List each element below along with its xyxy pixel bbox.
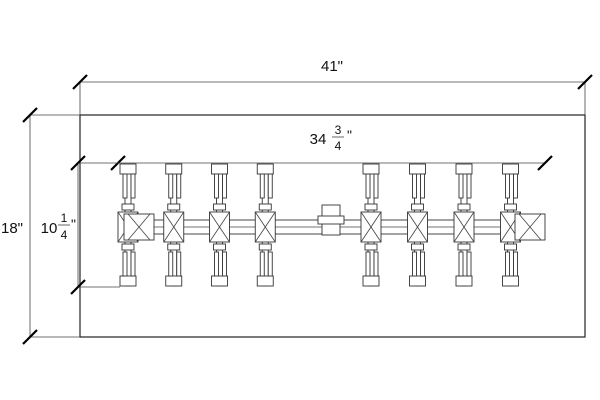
branch-bottom-post (373, 251, 379, 277)
overall-height-label: 18" (1, 220, 23, 237)
burner-width-denominator: 4 (335, 139, 342, 153)
branch-top-clip (211, 163, 228, 175)
branch-top-post (222, 173, 227, 199)
burner-depth-unit: " (71, 216, 76, 232)
branch-top-post (513, 173, 518, 199)
branch-bottom-post (365, 251, 371, 277)
burner-depth-denominator: 4 (61, 228, 68, 242)
branch-top-clip (256, 163, 274, 175)
branch-bottom-post (466, 251, 472, 277)
branch-top-clip (165, 163, 183, 175)
burner-width-numerator: 3 (335, 123, 342, 137)
burner-branch (407, 163, 428, 287)
branch-bottom-post (214, 251, 219, 277)
branch-bottom-clip (362, 275, 380, 287)
branch-top-post (412, 173, 417, 199)
branch-bottom-post (176, 251, 182, 277)
branch-bottom-clip (256, 275, 274, 287)
branch-top-post (373, 173, 379, 199)
branch-collar (213, 243, 226, 251)
burner-branch (453, 163, 475, 287)
branch-top-post (259, 173, 265, 199)
gas-inlet (317, 204, 345, 236)
branch-top-post (420, 173, 425, 199)
branch-bottom-post (412, 251, 417, 277)
pan-outline (79, 114, 586, 338)
branch-collar (167, 203, 181, 211)
branch-collar (504, 203, 517, 211)
branch-bottom-post (130, 251, 136, 277)
branch-collar (167, 243, 181, 251)
branch-top-post (466, 173, 472, 199)
branch-collar (258, 203, 272, 211)
branch-top-post (365, 173, 371, 199)
burner-depth-whole: 10 (41, 220, 58, 237)
branch-collar (121, 243, 135, 251)
branch-collar (457, 203, 471, 211)
overall-height-dimension: 18" (1, 107, 80, 345)
overall-width-label: 41" (321, 58, 343, 75)
branch-top-post (168, 173, 174, 199)
branch-bottom-clip (455, 275, 473, 287)
branch-bottom-post (122, 251, 128, 277)
branch-collar (121, 203, 135, 211)
branch-bottom-clip (409, 275, 426, 287)
branch-collar (258, 243, 272, 251)
branch-bottom-post (168, 251, 174, 277)
branch-bottom-clip (502, 275, 519, 287)
burner-width-dimension: 34 3 4 " (110, 123, 553, 171)
left-end-fitting (123, 213, 155, 241)
branch-collar (411, 243, 424, 251)
branch-tee-mark (407, 211, 428, 243)
branch-collar (364, 203, 378, 211)
branch-tee-mark (254, 211, 276, 243)
branch-top-post (505, 173, 510, 199)
branch-top-post (130, 173, 136, 199)
burner-branch (254, 163, 276, 287)
branch-top-post (122, 173, 128, 199)
branch-collar (213, 203, 226, 211)
burner-width-unit: " (347, 127, 352, 143)
branch-bottom-post (513, 251, 518, 277)
branch-collar (457, 243, 471, 251)
branch-top-clip (502, 163, 519, 175)
branch-bottom-clip (119, 275, 137, 287)
branch-top-post (458, 173, 464, 199)
overall-width-dimension: 41" (72, 58, 593, 115)
burner-depth-numerator: 1 (61, 211, 68, 225)
branch-tee-mark (163, 211, 185, 243)
branch-top-post (176, 173, 182, 199)
burner-branch (209, 163, 230, 287)
branch-bottom-post (420, 251, 425, 277)
branch-top-clip (409, 163, 426, 175)
branch-tee-mark (209, 211, 230, 243)
burner-branch (360, 163, 382, 287)
branch-collar (364, 243, 378, 251)
branch-bottom-post (222, 251, 227, 277)
burner-branch (163, 163, 185, 287)
branch-bottom-post (505, 251, 510, 277)
burner-branches (117, 163, 521, 287)
burner-depth-dimension: 10 1 4 " (41, 155, 120, 295)
branch-bottom-clip (211, 275, 228, 287)
branch-bottom-post (267, 251, 273, 277)
branch-collar (504, 243, 517, 251)
branch-collar (411, 203, 424, 211)
branch-top-clip (362, 163, 380, 175)
branch-top-post (267, 173, 273, 199)
branch-tee-mark (453, 211, 475, 243)
branch-top-clip (455, 163, 473, 175)
branch-tee-mark (360, 211, 382, 243)
branch-bottom-post (259, 251, 265, 277)
branch-bottom-clip (165, 275, 183, 287)
branch-top-clip (119, 163, 137, 175)
branch-top-post (214, 173, 219, 199)
right-end-fitting (514, 213, 546, 241)
burner-width-whole: 34 (310, 131, 327, 148)
branch-bottom-post (458, 251, 464, 277)
